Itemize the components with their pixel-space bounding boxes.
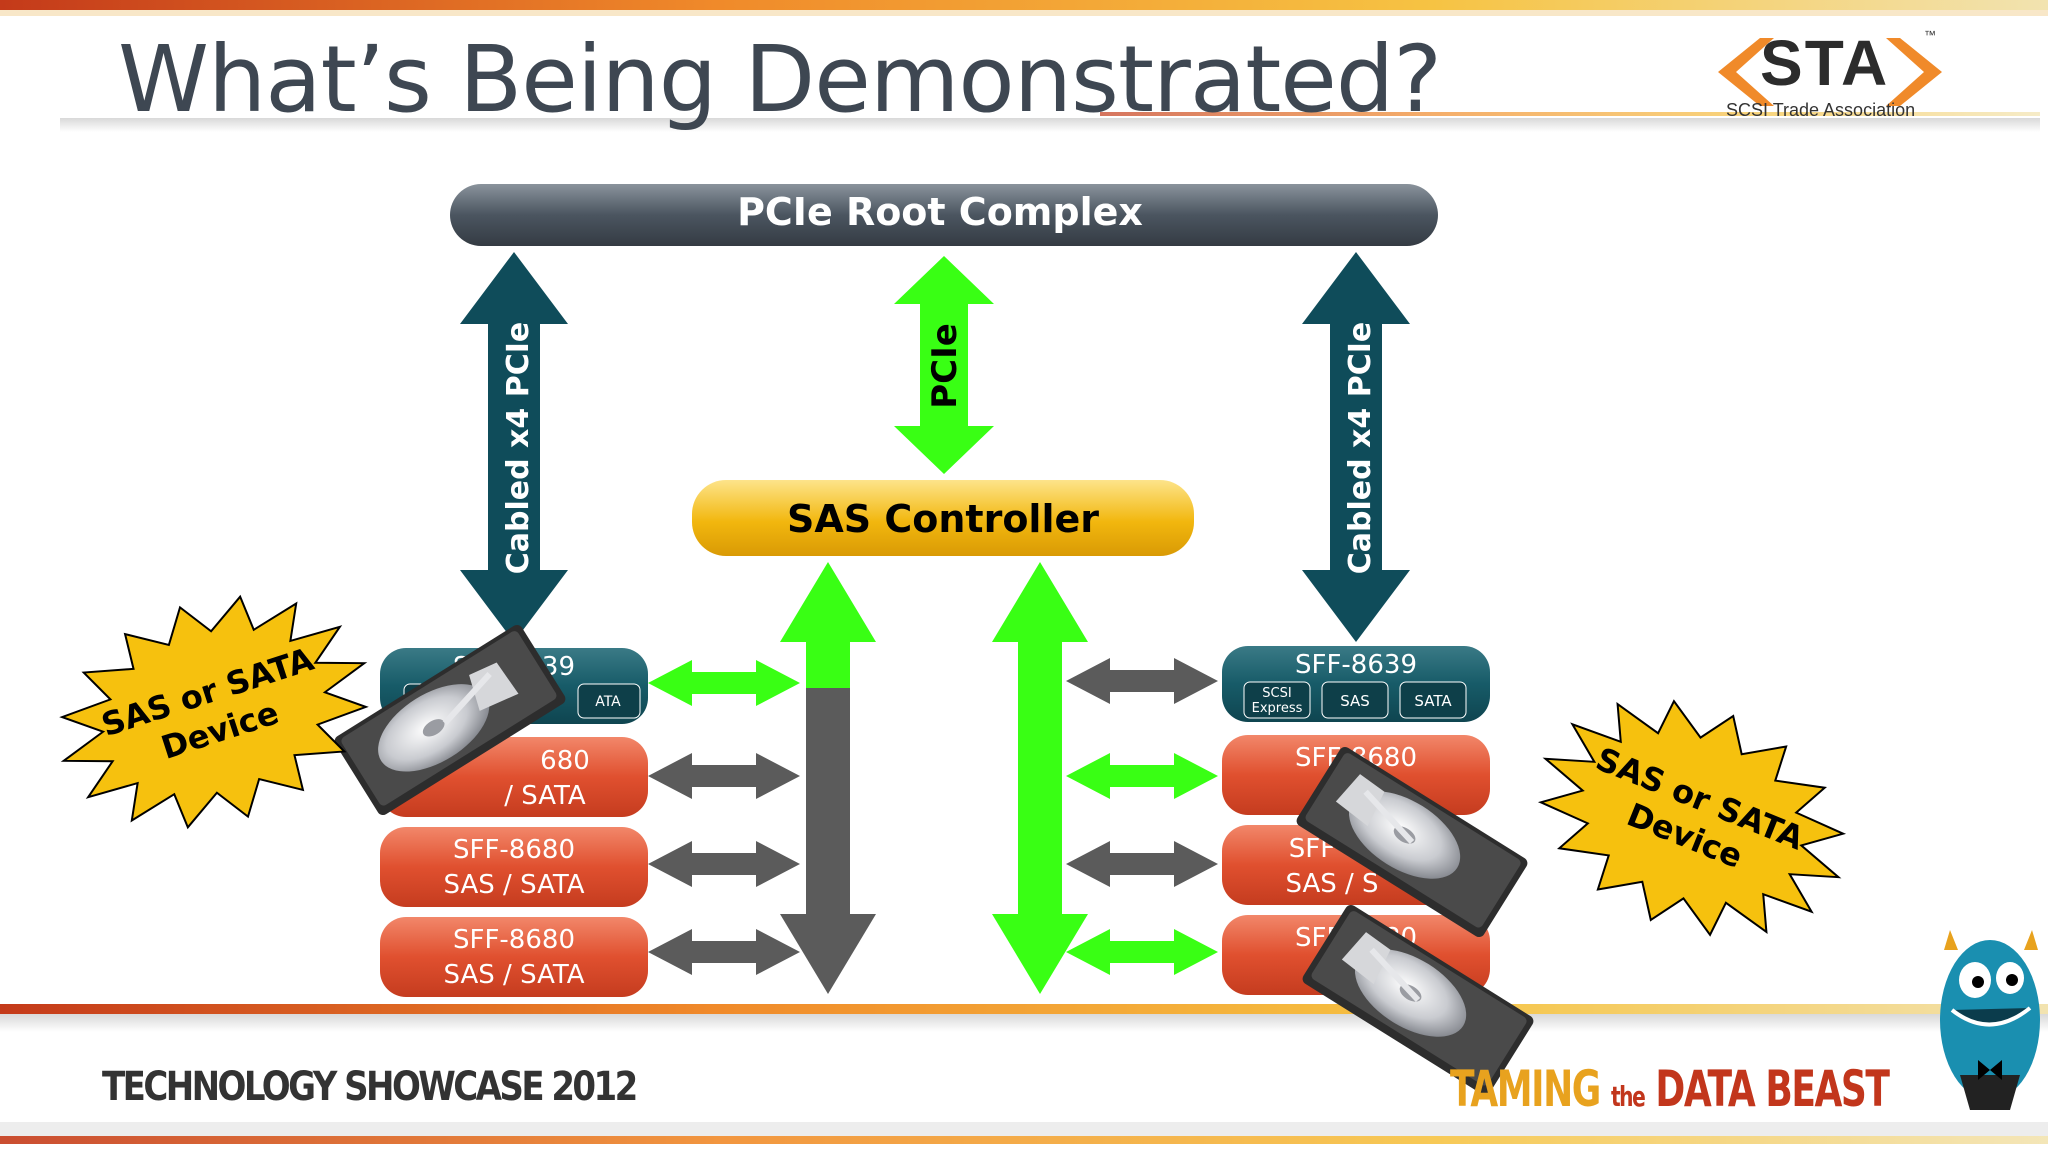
mode-sas: SAS <box>1340 692 1370 710</box>
left-lane-arrows <box>648 660 800 975</box>
hard-drive-icon <box>334 624 566 816</box>
hard-drive-icon <box>1296 746 1528 938</box>
left-slot-2-sub: SAS / SATA <box>444 870 585 900</box>
left-slot-2: SFF-8680 SAS / SATA <box>380 827 648 907</box>
sta-tagline: SCSI Trade Association <box>1726 100 1916 120</box>
left-slot-3-title: SFF-8680 <box>453 925 575 955</box>
sta-trademark: ™ <box>1924 28 1936 42</box>
left-bus-arrow <box>780 562 876 994</box>
left-connector-partial-3: ATA <box>595 694 621 710</box>
left-slot-2-title: SFF-8680 <box>453 835 575 865</box>
left-slot-3: SFF-8680 SAS / SATA <box>380 917 648 997</box>
left-slot-3-sub: SAS / SATA <box>444 960 585 990</box>
right-link-label: Cabled x4 PCIe <box>1343 322 1378 574</box>
right-bus-arrow <box>992 562 1088 994</box>
left-slot-1-title: 680 <box>540 746 590 776</box>
right-connector-title: SFF-8639 <box>1295 650 1417 680</box>
theme-word-2: the <box>1610 1080 1646 1113</box>
mode-express: Express <box>1252 701 1303 716</box>
theme-footer: TAMING the DATA BEAST <box>1450 1060 1890 1118</box>
center-link-label: PCIe <box>925 323 965 409</box>
mode-sata: SATA <box>1414 692 1452 710</box>
slide-title: What’s Being Demonstrated? <box>118 26 1442 133</box>
sas-controller-label: SAS Controller <box>787 497 1099 541</box>
center-pcie-arrow: PCIe <box>894 256 994 474</box>
mode-scsi: SCSI <box>1262 686 1291 701</box>
sta-logo-chevrons <box>1718 38 1942 106</box>
left-device-starburst: SAS or SATA Device <box>59 594 369 830</box>
sas-controller-node: SAS Controller <box>692 480 1194 556</box>
right-sff8639-connector: SFF-8639 SCSI Express SAS SATA <box>1222 646 1490 722</box>
left-cabled-link-arrow: Cabled x4 PCIe <box>460 252 568 642</box>
root-complex-node: PCIe Root Complex <box>450 184 1438 246</box>
sta-logo-text: STA <box>1760 27 1890 99</box>
hard-drive-icon <box>1302 904 1534 1096</box>
theme-word-3: DATA BEAST <box>1655 1060 1890 1118</box>
root-complex-label: PCIe Root Complex <box>737 190 1143 234</box>
event-footer: TECHNOLOGY SHOWCASE 2012 <box>102 1064 638 1110</box>
right-slot-2-sub: SAS / S <box>1285 869 1378 899</box>
right-lane-arrows <box>1066 658 1218 975</box>
theme-word-1: TAMING <box>1450 1060 1601 1118</box>
right-cabled-link-arrow: Cabled x4 PCIe <box>1302 252 1410 642</box>
left-slot-1-sub: / SATA <box>504 781 586 811</box>
data-beast-mascot <box>1940 930 2040 1110</box>
right-device-starburst: SAS or SATA Device <box>1537 699 1847 937</box>
left-link-label: Cabled x4 PCIe <box>501 322 536 574</box>
